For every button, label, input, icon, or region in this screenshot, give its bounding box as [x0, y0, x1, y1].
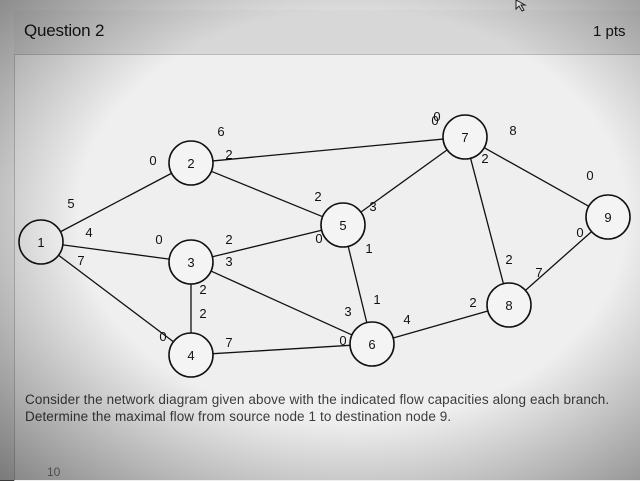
edge-5-6 — [347, 246, 368, 323]
capacity-label-7-8-from: 2 — [481, 151, 488, 166]
capacity-label-1-4-from: 7 — [77, 253, 84, 268]
node-label-4: 4 — [187, 348, 194, 363]
node-8: 8 — [486, 282, 532, 328]
question-points: 1 pts — [593, 23, 626, 40]
capacity-label-1-3-to: 0 — [155, 232, 162, 247]
edge-3-5 — [212, 229, 322, 258]
capacity-label-4-6-to: 0 — [339, 333, 346, 348]
capacity-label-3-5-from: 2 — [225, 232, 232, 247]
capacity-label-6-8-from: 4 — [403, 312, 410, 327]
capacity-label-1-3-from: 4 — [85, 225, 92, 240]
node-label-5: 5 — [339, 218, 346, 233]
node-3: 3 — [168, 239, 214, 285]
capacity-label-5-6-to: 1 — [373, 292, 380, 307]
node-9: 9 — [585, 194, 631, 240]
capacity-label-1-2-from: 5 — [67, 196, 74, 211]
node-label-6: 6 — [368, 337, 375, 352]
edge-1-3 — [62, 244, 170, 260]
edge-5-7 — [360, 149, 448, 213]
node-circle-7 — [442, 114, 488, 160]
edge-7-8 — [469, 158, 505, 284]
capacity-label-2-7-from: 6 — [217, 124, 224, 139]
capacity-label-4-6-from: 7 — [225, 335, 232, 350]
capacity-label-3-6-to: 3 — [344, 304, 351, 319]
mouse-cursor-icon — [515, 0, 527, 12]
question-header — [14, 10, 640, 55]
edge-7-9 — [483, 147, 590, 207]
capacity-label-5-6-from: 1 — [365, 241, 372, 256]
question-footer-number: 10 — [47, 465, 61, 479]
node-label-9: 9 — [604, 210, 611, 225]
node-6: 6 — [349, 321, 395, 367]
node-label-2: 2 — [187, 156, 194, 171]
capacity-label-1-2-to: 0 — [149, 153, 156, 168]
edge-3-6 — [210, 270, 353, 336]
node-circle-6 — [349, 321, 395, 367]
node-circle-9 — [585, 194, 631, 240]
node-circle-5 — [320, 202, 366, 248]
node-circle-3 — [168, 239, 214, 285]
question-text: Consider the network diagram given above… — [25, 392, 610, 424]
node-circle-8 — [486, 282, 532, 328]
capacity-label-3-5-to: 0 — [315, 231, 322, 246]
node-4: 4 — [168, 332, 214, 378]
capacity-label-2-7-to: 0 — [433, 109, 440, 124]
node-circle-4 — [168, 332, 214, 378]
capacity-label-7-9-from: 8 — [509, 123, 516, 138]
capacity-label-8-9-from: 7 — [535, 265, 542, 280]
capacity-label-2-5-to: 2 — [314, 189, 321, 204]
node-label-8: 8 — [505, 298, 512, 313]
edge-2-5 — [211, 170, 323, 218]
node-1: 1 — [18, 219, 64, 265]
capacity-label-7-8-to: 2 — [505, 252, 512, 267]
capacity-label-7-9-to: 0 — [586, 168, 593, 183]
question-title: Question 2 — [24, 21, 105, 40]
capacity-label-5-7-to: 0 — [431, 113, 438, 128]
capacity-label-1-4-to: 0 — [159, 329, 166, 344]
node-circle-2 — [168, 140, 214, 186]
question-card — [14, 10, 640, 481]
node-7: 7 — [442, 114, 488, 160]
capacity-label-6-8-to: 2 — [469, 295, 476, 310]
capacity-label-3-4-to: 2 — [199, 306, 206, 321]
capacity-label-5-7-from: 3 — [369, 199, 376, 214]
capacity-label-3-6-from: 3 — [225, 254, 232, 269]
edge-2-7 — [212, 138, 444, 162]
edge-6-8 — [392, 310, 489, 339]
edge-1-2 — [60, 172, 172, 233]
node-label-7: 7 — [461, 130, 468, 145]
node-label-1: 1 — [37, 235, 44, 250]
capacity-label-3-4-from: 2 — [199, 282, 206, 297]
node-5: 5 — [320, 202, 366, 248]
edge-4-6 — [212, 344, 351, 355]
node-2: 2 — [168, 140, 214, 186]
edge-8-9 — [525, 231, 592, 291]
capacity-label-2-5-from: 2 — [225, 147, 232, 162]
edge-1-4 — [58, 254, 174, 343]
capacity-label-8-9-to: 0 — [576, 225, 583, 240]
node-label-3: 3 — [187, 255, 194, 270]
node-circle-1 — [18, 219, 64, 265]
